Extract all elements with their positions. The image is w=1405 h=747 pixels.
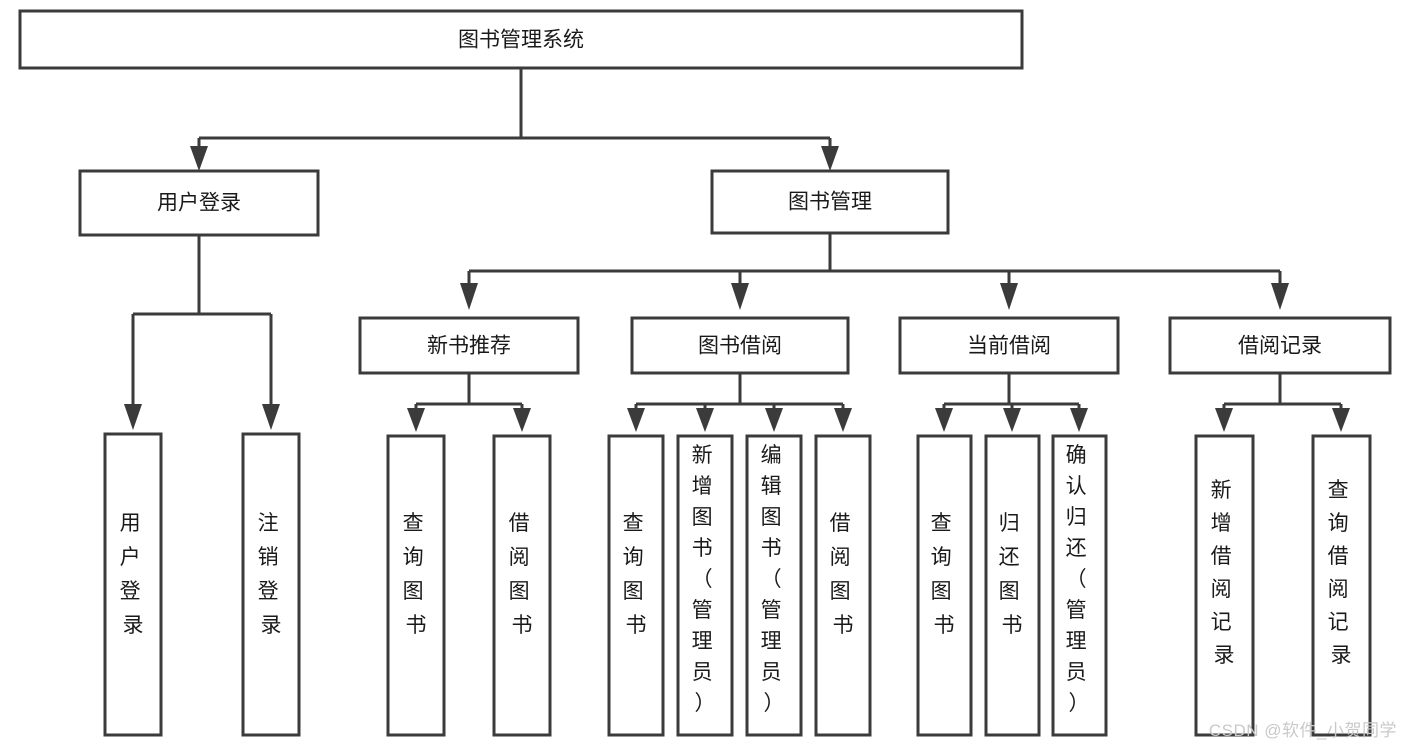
node-current-borrow-box[interactable] [898, 316, 1120, 375]
node-root-label: 图书管理系统 [458, 29, 584, 52]
connector-layer [124, 68, 1350, 432]
node-leaf-confirm-return-admin-label: 确 认 归 还 （ 管 理 员 ） [1066, 444, 1093, 715]
arrow-head-leaf-return-book [1003, 408, 1021, 432]
node-leaf-add-book-admin-label: 新 增 图 书 （ 管 理 员 ） [692, 444, 719, 715]
node-user-login-box[interactable] [78, 169, 320, 237]
node-leaf-user-login-label: 用 户 登 录 [120, 512, 147, 637]
node-leaf-user-logout[interactable]: 注 销 登 录 [241, 432, 301, 737]
node-book-borrow[interactable]: 图书借阅 [630, 316, 850, 375]
node-leaf-add-borrow-record-label: 新 增 借 阅 记 录 [1211, 479, 1238, 667]
node-current-borrow[interactable]: 当前借阅 [898, 316, 1120, 375]
node-leaf-edit-book-admin-label: 编 辑 图 书 （ 管 理 员 ） [761, 444, 788, 715]
node-leaf-query-book-1[interactable]: 查 询 图 书 [386, 434, 446, 737]
node-leaf-user-logout-label: 注 销 登 录 [258, 512, 285, 637]
node-book-management-label: 图书管理 [788, 191, 872, 214]
arrow-head-book-management [821, 146, 839, 171]
node-leaf-query-book-2-box[interactable] [607, 434, 665, 737]
node-leaf-confirm-return-admin[interactable]: 确 认 归 还 （ 管 理 员 ） [1051, 434, 1108, 737]
arrow-head-leaf-user-logout [262, 404, 280, 430]
arrow-head-leaf-confirm-return-admin [1070, 408, 1088, 432]
arrow-head-leaf-query-book-3 [935, 408, 953, 432]
node-book-management[interactable]: 图书管理 [710, 169, 950, 235]
node-new-book-recommend-label: 新书推荐 [427, 335, 511, 358]
arrow-head-user-login [190, 146, 208, 171]
node-leaf-borrow-book-2[interactable]: 借 阅 图 书 [814, 434, 872, 737]
arrow-head-leaf-borrow-book-2 [834, 408, 852, 432]
node-leaf-query-borrow-record-box[interactable] [1311, 434, 1372, 737]
node-borrow-record-box[interactable] [1168, 316, 1392, 375]
node-leaf-user-login[interactable]: 用 户 登 录 [103, 432, 163, 737]
node-leaf-borrow-book-2-label: 借 阅 图 书 [830, 512, 857, 637]
arrow-head-leaf-user-login [124, 404, 142, 430]
arrow-head-new-book-recommend [460, 283, 478, 310]
node-leaf-borrow-book-1[interactable]: 借 阅 图 书 [492, 434, 552, 737]
arrow-head-leaf-add-borrow-record [1215, 408, 1233, 432]
node-leaf-add-borrow-record[interactable]: 新 增 借 阅 记 录 [1194, 434, 1255, 737]
node-borrow-record[interactable]: 借阅记录 [1168, 316, 1392, 375]
node-leaf-query-borrow-record[interactable]: 查 询 借 阅 记 录 [1311, 434, 1372, 737]
node-leaf-return-book[interactable]: 归 还 图 书 [984, 434, 1041, 737]
node-leaf-query-book-1-box[interactable] [386, 434, 446, 737]
arrow-head-leaf-borrow-book-1 [513, 408, 531, 432]
node-leaf-query-borrow-record-label: 查 询 借 阅 记 录 [1328, 479, 1355, 667]
arrow-head-borrow-record [1271, 283, 1289, 310]
node-new-book-recommend-box[interactable] [358, 316, 580, 375]
csdn-watermark: CSDN @软件_小贺同学 [1208, 721, 1397, 740]
node-leaf-borrow-book-1-label: 借 阅 图 书 [509, 512, 536, 637]
node-user-login-label: 用户登录 [157, 192, 241, 215]
node-current-borrow-label: 当前借阅 [967, 335, 1051, 358]
node-leaf-return-book-label: 归 还 图 书 [999, 512, 1026, 637]
node-leaf-edit-book-admin-box[interactable] [745, 434, 803, 737]
node-leaf-borrow-book-2-box[interactable] [814, 434, 872, 737]
arrow-head-leaf-edit-book-admin [765, 408, 783, 432]
node-new-book-recommend[interactable]: 新书推荐 [358, 316, 580, 375]
node-book-management-box[interactable] [710, 169, 950, 235]
node-leaf-edit-book-admin[interactable]: 编 辑 图 书 （ 管 理 员 ） [745, 434, 803, 737]
node-borrow-record-label: 借阅记录 [1238, 335, 1322, 358]
arrow-head-current-borrow [1000, 283, 1018, 310]
node-leaf-query-book-1-label: 查 询 图 书 [403, 512, 430, 637]
node-leaf-user-logout-box[interactable] [241, 432, 301, 737]
node-leaf-add-borrow-record-box[interactable] [1194, 434, 1255, 737]
node-leaf-query-book-3[interactable]: 查 询 图 书 [916, 434, 973, 737]
node-book-borrow-label: 图书借阅 [698, 335, 782, 358]
arrow-head-leaf-query-book-1 [407, 408, 425, 432]
node-leaf-query-book-2[interactable]: 查 询 图 书 [607, 434, 665, 737]
arrow-head-leaf-query-book-2 [627, 408, 645, 432]
node-leaf-add-book-admin-box[interactable] [676, 434, 734, 737]
node-leaf-user-login-box[interactable] [103, 432, 163, 737]
arrow-head-leaf-add-book-admin [696, 408, 714, 432]
node-leaf-query-book-3-box[interactable] [916, 434, 973, 737]
node-leaf-query-book-2-label: 查 询 图 书 [623, 512, 650, 637]
node-root-box[interactable] [18, 9, 1024, 70]
arrow-head-book-borrow [731, 283, 749, 310]
node-leaf-borrow-book-1-box[interactable] [492, 434, 552, 737]
node-root[interactable]: 图书管理系统 [18, 9, 1024, 70]
node-leaf-query-book-3-label: 查 询 图 书 [931, 512, 958, 637]
arrow-head-leaf-query-borrow-record [1332, 408, 1350, 432]
node-book-borrow-box[interactable] [630, 316, 850, 375]
node-leaf-confirm-return-admin-box[interactable] [1051, 434, 1108, 737]
node-leaf-add-book-admin[interactable]: 新 增 图 书 （ 管 理 员 ） [676, 434, 734, 737]
node-user-login[interactable]: 用户登录 [78, 169, 320, 237]
node-leaf-return-book-box[interactable] [984, 434, 1041, 737]
